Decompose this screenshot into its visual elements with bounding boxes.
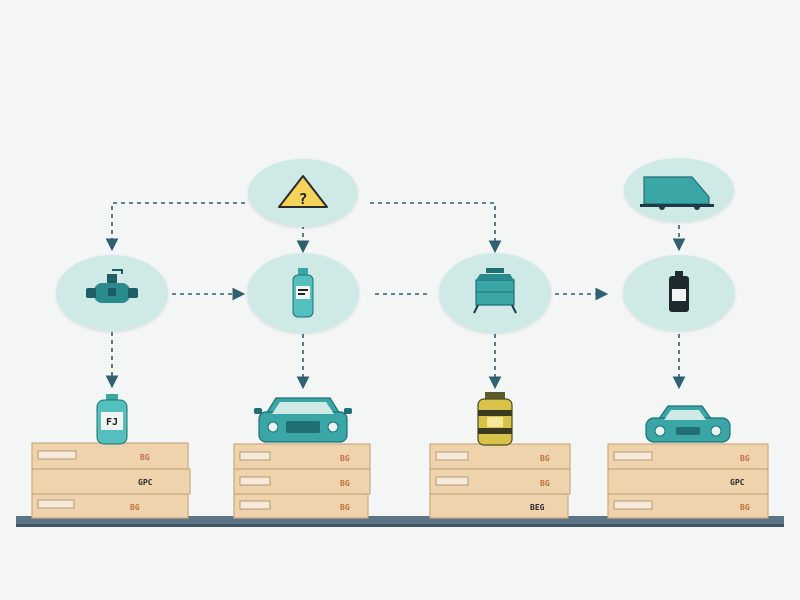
- labeled-bottle-icon: [292, 268, 314, 318]
- gas-sprayer-icon: [86, 269, 138, 303]
- box-tag: BG: [540, 454, 550, 463]
- small-car-icon: [645, 405, 731, 443]
- box-code: BEG: [530, 503, 545, 512]
- connector-warning-to-sprayer: [105, 202, 245, 252]
- box-stack-2: BG BG BG: [233, 443, 371, 519]
- box-tag: BG: [340, 454, 350, 463]
- cylinder-label: FJ: [106, 417, 118, 428]
- box-tag: BG: [740, 454, 750, 463]
- box-tag: BG: [740, 503, 750, 512]
- battery-icon: [669, 271, 689, 312]
- box-code: GPC: [138, 478, 153, 487]
- connector-lines: [105, 202, 686, 390]
- box-tag: BG: [130, 503, 140, 512]
- warning-triangle-icon: ?: [278, 175, 328, 208]
- box-tag: BG: [540, 479, 550, 488]
- car-front-icon: [254, 397, 352, 443]
- box-stack-3: BG BG BEG: [429, 443, 571, 519]
- gas-cylinder-icon: FJ: [96, 394, 128, 445]
- yellow-canister-icon: [477, 392, 513, 446]
- warning-symbol: ?: [298, 190, 307, 208]
- shelf: [16, 516, 784, 527]
- connector-warning-to-tank: [370, 202, 502, 254]
- box-tag: BG: [140, 453, 150, 462]
- box-stack-4: BG GPC BG: [607, 443, 769, 519]
- fuel-tank-icon: [473, 268, 517, 314]
- box-stack-1: BG GPC BG: [31, 442, 191, 519]
- box-tag: BG: [340, 503, 350, 512]
- delivery-truck-icon: [640, 176, 714, 210]
- box-tag: BG: [340, 479, 350, 488]
- box-code: GPC: [730, 478, 745, 487]
